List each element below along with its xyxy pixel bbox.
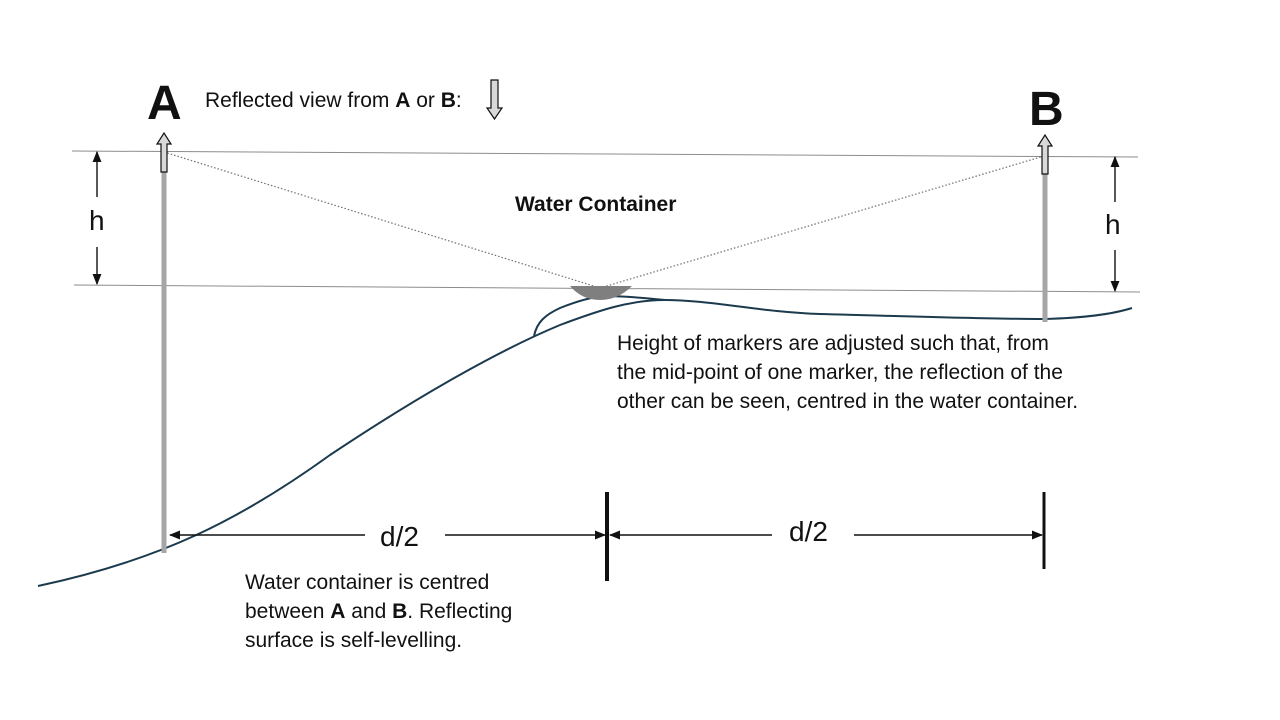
reflected-view-text: Reflected view from A or B:: [205, 86, 462, 115]
upper-reference-line: [71, 150, 1139, 158]
container-note-middle: and: [345, 600, 393, 623]
reflected-view-b: B: [440, 89, 456, 112]
ground-profile: [37, 298, 1133, 587]
water-container: [570, 286, 632, 300]
marker-height-note-line1: Height of markers are adjusted such that…: [617, 332, 1049, 355]
marker-height-note-line3: other can be seen, centred in the water …: [617, 390, 1079, 413]
half-distance-label-left: d/2: [372, 523, 427, 551]
container-note: Water container is centred between A and…: [245, 568, 605, 655]
marker-height-note: Height of markers are adjusted such that…: [617, 329, 1177, 416]
container-note-b: B: [392, 600, 408, 623]
container-note-line3: surface is self-levelling.: [245, 629, 463, 652]
container-note-suffix: . Reflecting: [407, 600, 513, 623]
marker-a-label: A: [147, 77, 182, 130]
container-note-a: A: [330, 600, 346, 623]
sight-line-a: [163, 151, 601, 289]
marker-b-arrow-icon: [1036, 133, 1054, 175]
reflected-view-middle: or: [410, 89, 441, 112]
sight-line-b: [599, 155, 1045, 289]
container-note-line1: Water container is centred: [245, 571, 490, 594]
ground-bump: [533, 294, 666, 337]
reflected-view-prefix: Reflected view from: [205, 89, 396, 112]
water-container-label: Water Container: [515, 193, 677, 216]
height-label-right: h: [1105, 209, 1121, 240]
height-label-left: h: [89, 205, 105, 236]
marker-height-note-line2: the mid-point of one marker, the reflect…: [617, 361, 1063, 384]
container-note-prefix: between: [245, 600, 331, 623]
half-distance-label-right: d/2: [781, 518, 836, 546]
reflected-view-a: A: [395, 89, 411, 112]
reflected-view-down-arrow-icon: [485, 79, 504, 121]
reflected-view-suffix: :: [455, 89, 462, 112]
container-note-line2: between A and B. Reflecting: [245, 597, 605, 626]
marker-a-arrow-icon: [155, 131, 173, 173]
marker-b-label: B: [1029, 83, 1064, 136]
